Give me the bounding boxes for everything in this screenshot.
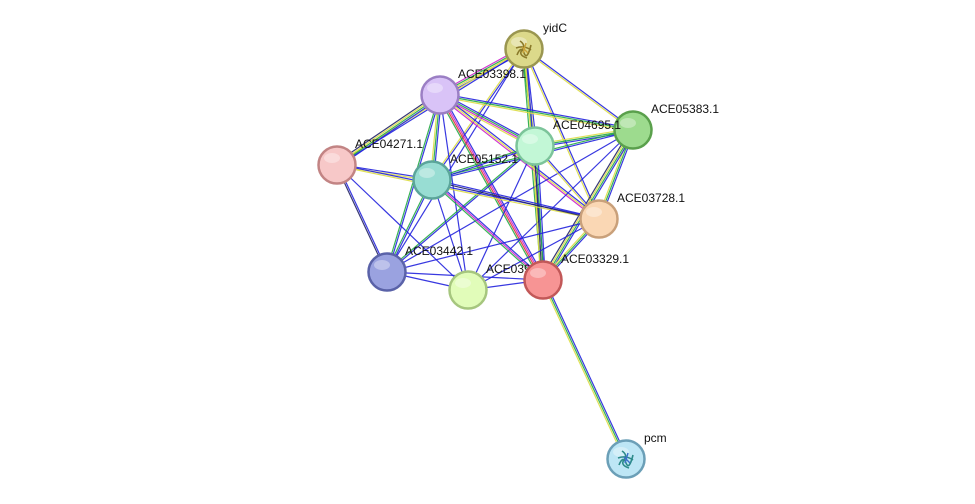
node-label: ACE04271.1: [355, 137, 423, 151]
node-ace04695-1[interactable]: ACE04695.1: [515, 118, 622, 166]
edge-yidc-ace05383-1: [523, 47, 634, 132]
node-highlight: [455, 278, 471, 288]
node-circle[interactable]: [412, 160, 452, 200]
node-ace03329-1[interactable]: ACE03329.1: [523, 252, 630, 300]
node-label: yidC: [543, 21, 567, 35]
node-label: ACE05152.1: [450, 152, 518, 166]
node-ace03398-1[interactable]: ACE03398.1: [420, 67, 527, 115]
edge-evidence-line: [437, 95, 542, 282]
edge-evidence-line: [440, 92, 634, 130]
node-ace03442-1[interactable]: ACE03442.1: [367, 244, 474, 292]
protein-structure-icon: [617, 450, 634, 469]
node-ace03728-1[interactable]: ACE03728.1: [579, 191, 686, 239]
edge-evidence-line: [532, 146, 542, 281]
node-highlight: [586, 207, 602, 217]
edge-evidence-line: [431, 179, 544, 281]
node-highlight: [324, 153, 340, 163]
node-ace04271-1[interactable]: ACE04271.1: [317, 137, 424, 185]
node-highlight: [522, 134, 538, 144]
node-highlight: [419, 168, 435, 178]
edge-evidence-line: [439, 94, 634, 131]
node-circle[interactable]: [367, 252, 407, 292]
edge-evidence-line: [467, 218, 600, 291]
edge-ace03728-1-ace03442-1: [386, 218, 600, 273]
edge-evidence-line: [536, 145, 546, 280]
node-circle[interactable]: [579, 199, 619, 239]
edge-evidence-line: [533, 146, 543, 281]
edge-evidence-line: [467, 145, 536, 291]
node-highlight: [530, 268, 546, 278]
edge-ace03398-1-ace03329-1: [437, 93, 546, 282]
edge-ace03398-1-ace05383-1: [439, 92, 634, 133]
node-highlight: [427, 83, 443, 93]
edge-evidence-line: [441, 93, 546, 280]
node-highlight: [374, 260, 390, 270]
edge-ace05152-1-ace03329-1: [430, 178, 545, 282]
node-circle[interactable]: [317, 145, 357, 185]
node-label: ACE05383.1: [651, 102, 719, 116]
edge-ace04695-1-ace03329-1: [532, 145, 546, 281]
edge-evidence-line: [430, 180, 543, 282]
edge-evidence-line: [543, 279, 628, 459]
edge-evidence-line: [337, 95, 441, 167]
node-label: ACE04695.1: [553, 118, 621, 132]
edge-evidence-line: [524, 47, 634, 130]
protein-structure-icon: [515, 40, 532, 59]
node-circle[interactable]: [613, 110, 653, 150]
edge-ace03398-1-ace03917-1: [439, 94, 469, 291]
edge-evidence-line: [542, 279, 627, 460]
node-pcm[interactable]: pcm: [606, 431, 667, 479]
edge-ace04271-1-ace03917-1: [336, 164, 469, 291]
edge-evidence-line: [336, 164, 469, 291]
node-label: ACE03442.1: [405, 244, 473, 258]
edge-ace03398-1-ace04271-1: [335, 92, 442, 168]
node-ace05152-1[interactable]: ACE05152.1: [412, 152, 519, 200]
edge-evidence-line: [431, 180, 599, 221]
edge-evidence-line: [387, 146, 536, 274]
edge-evidence-line: [439, 94, 469, 291]
edge-ace05152-1-ace03728-1: [431, 178, 600, 221]
node-circle[interactable]: [523, 260, 563, 300]
edge-evidence-line: [535, 145, 545, 280]
edge-evidence-line: [336, 165, 599, 221]
edge-ace04695-1-ace03917-1: [467, 145, 536, 291]
node-label: ACE03398.1: [458, 67, 526, 81]
edge-evidence-line: [440, 94, 545, 280]
node-circle[interactable]: [515, 126, 555, 166]
edge-ace03728-1-ace03917-1: [467, 218, 600, 291]
edge-ace03329-1-pcm: [541, 279, 628, 460]
node-circle[interactable]: [420, 75, 460, 115]
node-circle[interactable]: [448, 270, 488, 310]
edge-evidence-line: [541, 280, 626, 460]
edge-evidence-line: [432, 178, 600, 219]
edge-evidence-line: [386, 218, 600, 273]
node-label: ACE03728.1: [617, 191, 685, 205]
node-label: pcm: [644, 431, 667, 445]
node-highlight: [620, 118, 636, 128]
node-ace05383-1[interactable]: ACE05383.1: [613, 102, 720, 150]
edge-evidence-line: [338, 96, 442, 168]
node-yidc[interactable]: yidC: [504, 21, 568, 69]
node-label: ACE03329.1: [561, 252, 629, 266]
edge-evidence-line: [335, 92, 439, 164]
edge-evidence-line: [336, 93, 440, 165]
edge-evidence-line: [438, 95, 543, 281]
edge-evidence-line: [524, 48, 601, 219]
edge-evidence-line: [522, 49, 599, 220]
edge-yidc-ace03728-1: [522, 48, 601, 220]
edge-evidence-line: [432, 178, 545, 280]
nodes-layer: yidC ACE03398.1ACE05383.1ACE04695.1ACE042…: [317, 21, 720, 479]
edge-evidence-line: [523, 49, 633, 132]
edge-evidence-line: [439, 95, 633, 133]
